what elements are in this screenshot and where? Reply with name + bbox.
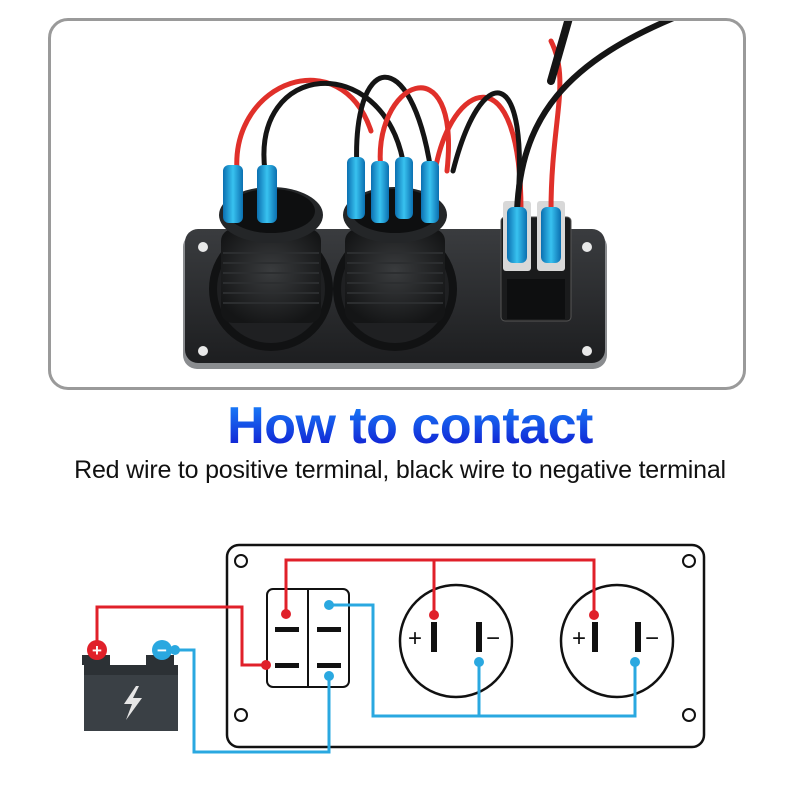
socket-1: + − xyxy=(398,583,514,699)
battery-positive-terminal: + xyxy=(87,640,107,660)
product-photo xyxy=(48,18,746,390)
positive-wires xyxy=(95,558,596,667)
photo-wires xyxy=(234,21,675,214)
page-title: How to contact xyxy=(0,393,800,472)
socket-2: + − xyxy=(559,583,675,699)
battery-minus-symbol: − xyxy=(157,641,167,660)
socket-1-minus-label: − xyxy=(486,625,500,652)
panel-mount-hole xyxy=(234,708,248,722)
positive-nodes xyxy=(261,609,599,670)
negative-nodes xyxy=(170,600,640,681)
wiring-diagram: + − + − xyxy=(82,543,706,754)
battery-negative-terminal: − xyxy=(152,640,172,660)
page-title-graphic: How to contact xyxy=(227,397,593,455)
page-subtitle: Red wire to positive terminal, black wir… xyxy=(74,456,726,484)
battery-icon xyxy=(82,655,178,731)
socket-2-plus-label: + xyxy=(572,625,586,652)
page-title-text: How to contact xyxy=(227,397,593,455)
battery-plus-symbol: + xyxy=(92,641,102,660)
spade-connectors xyxy=(223,157,561,263)
socket-2-minus-label: − xyxy=(645,625,659,652)
lightning-icon xyxy=(124,686,142,720)
negative-wires xyxy=(175,603,637,754)
panel-mount-hole xyxy=(682,708,696,722)
power-socket xyxy=(333,187,457,351)
switch-panel-photo xyxy=(183,21,675,369)
panel-mount-hole xyxy=(234,554,248,568)
panel-mount-hole xyxy=(682,554,696,568)
socket-1-plus-label: + xyxy=(408,625,422,652)
